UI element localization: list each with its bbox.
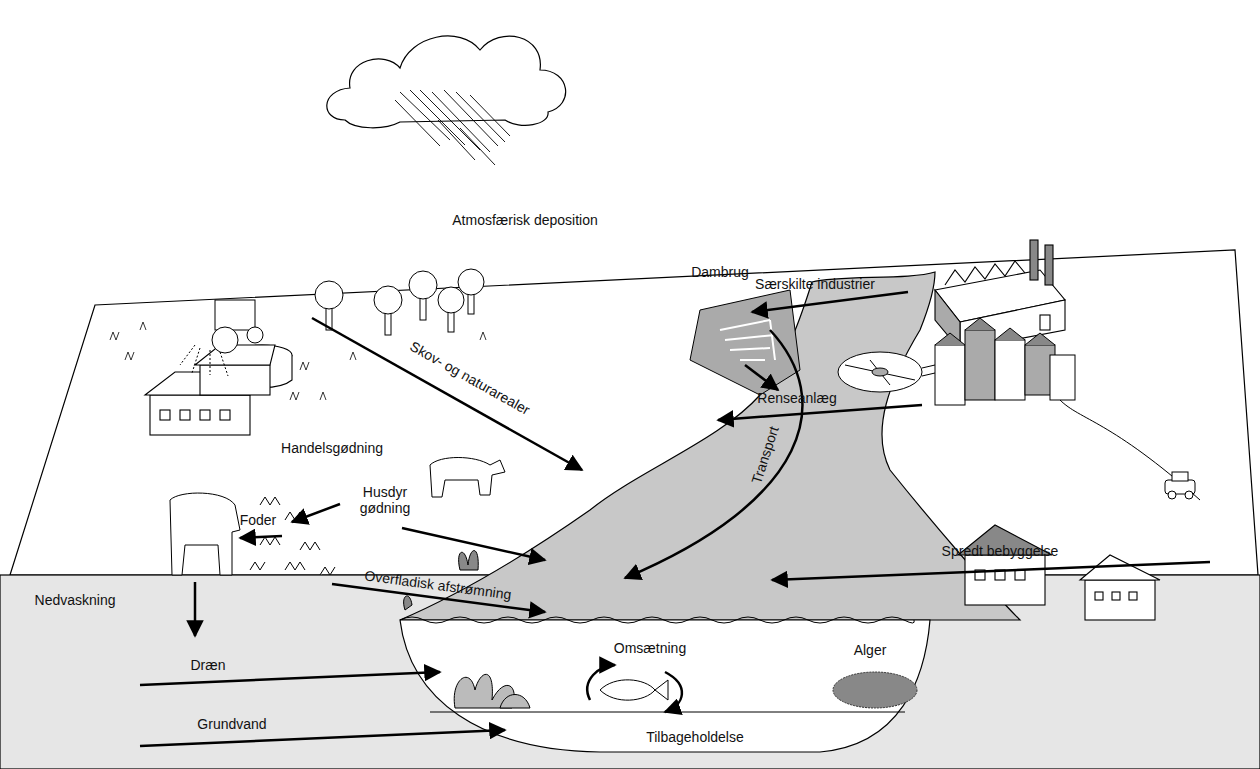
label-text: Husdyr gødning (356, 484, 414, 516)
tractor (180, 300, 263, 376)
cows (170, 458, 505, 576)
label-text: Særskilte industrier (755, 276, 875, 292)
label-text: Atmosfærisk deposition (452, 212, 598, 228)
factory (935, 240, 1065, 350)
label-text: Grundvand (197, 716, 266, 732)
label-text: Dambrug (691, 264, 749, 280)
label-text: Dræn (190, 657, 225, 673)
town (935, 318, 1200, 500)
label-text: Nedvaskning (35, 592, 116, 608)
cloud (327, 36, 566, 128)
label-text: Tilbageholdelse (646, 729, 744, 745)
label-text: Alger (854, 642, 887, 658)
flow-arrows (140, 292, 1210, 746)
rain (395, 90, 510, 165)
car (1165, 472, 1195, 499)
trees (315, 269, 484, 335)
label-text: Foder (240, 512, 277, 528)
label-text: Omsætning (614, 640, 686, 656)
water-plants (454, 674, 530, 708)
label-text: Overfladisk afstrømning (364, 567, 513, 602)
fish-farm (690, 290, 800, 395)
farm (145, 345, 292, 435)
algae (833, 672, 917, 708)
label-text: Handelsgødning (281, 440, 383, 456)
label-text: Transport (748, 424, 782, 485)
treatment-plant (838, 352, 935, 392)
river (400, 272, 1020, 620)
label-text: Skov- og naturarealer (407, 338, 532, 418)
label-text: Spredt bebyggelse (942, 543, 1059, 559)
fish (600, 680, 668, 700)
houses (958, 525, 1160, 620)
label-text: Renseanlæg (757, 390, 836, 406)
